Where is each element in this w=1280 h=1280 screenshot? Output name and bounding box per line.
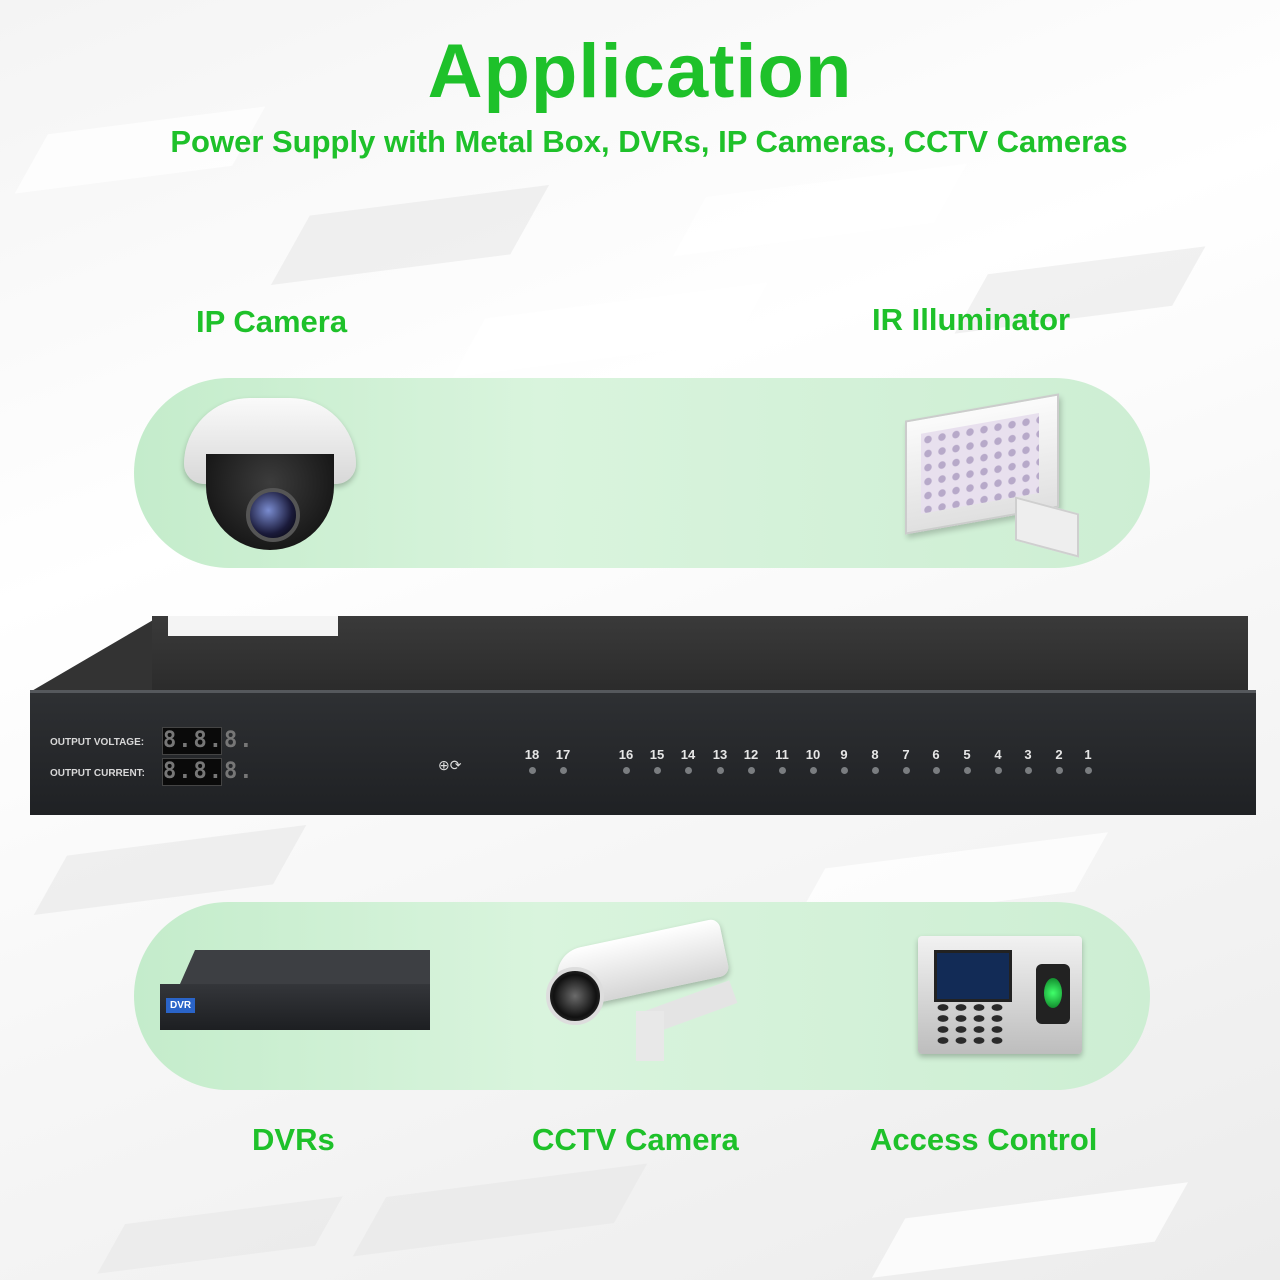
page-title: Application: [427, 29, 853, 114]
dome-camera-icon: [184, 388, 364, 558]
channel-number-8: 8: [871, 747, 879, 762]
ir-illuminator-label: IR Illuminator: [872, 302, 1071, 337]
channel-number-2: 2: [1055, 747, 1063, 762]
ip-camera-label: IP Camera: [196, 304, 348, 339]
channel-led-15: [654, 767, 661, 774]
channel-led-3: [1025, 767, 1032, 774]
channel-led-5: [964, 767, 971, 774]
channel-led-7: [903, 767, 910, 774]
channel-number-15: 15: [649, 747, 665, 762]
channel-led-1: [1085, 767, 1092, 774]
channel-led-18: [529, 767, 536, 774]
output-current-label: OUTPUT CURRENT:: [50, 768, 145, 779]
channel-led-4: [995, 767, 1002, 774]
dvrs-label: DVRs: [252, 1122, 335, 1157]
channel-number-10: 10: [805, 747, 821, 762]
dvr-recorder-icon: DVR: [160, 950, 430, 1030]
channel-number-4: 4: [994, 747, 1002, 762]
channel-led-8: [872, 767, 879, 774]
channel-led-14: [685, 767, 692, 774]
cctv-camera-label: CCTV Camera: [532, 1122, 739, 1157]
dvr-badge: DVR: [166, 998, 196, 1013]
label-sticker: [168, 616, 338, 636]
page-subtitle: Power Supply with Metal Box, DVRs, IP Ca…: [170, 124, 1128, 159]
access-control-terminal-icon: [918, 936, 1082, 1054]
channel-number-18: 18: [524, 747, 540, 762]
channel-number-5: 5: [963, 747, 971, 762]
output-voltage-label: OUTPUT VOLTAGE:: [50, 737, 145, 748]
channel-led-10: [810, 767, 817, 774]
channel-number-14: 14: [680, 747, 696, 762]
channel-led-6: [933, 767, 940, 774]
channel-led-12: [748, 767, 755, 774]
channel-number-6: 6: [932, 747, 940, 762]
ir-illuminator-icon: [905, 393, 1085, 558]
channel-number-16: 16: [618, 747, 634, 762]
channel-led-2: [1056, 767, 1063, 774]
channel-number-11: 11: [775, 747, 789, 762]
channel-number-9: 9: [840, 747, 848, 762]
channel-led-17: [560, 767, 567, 774]
channel-led-9: [841, 767, 848, 774]
access-control-label: Access Control: [870, 1122, 1098, 1157]
adjust-knob-icon: ⊕⟳: [438, 757, 462, 773]
channel-led-11: [779, 767, 786, 774]
channel-number-1: 1: [1084, 747, 1092, 762]
channel-number-13: 13: [712, 747, 728, 762]
channel-number-7: 7: [902, 747, 910, 762]
channel-led-16: [623, 767, 630, 774]
cctv-camera-icon: [536, 915, 750, 1065]
channel-number-12: 12: [743, 747, 759, 762]
channel-number-3: 3: [1024, 747, 1032, 762]
voltage-display: 8.8.8.: [162, 727, 255, 755]
current-display: 8.8.8.: [162, 758, 255, 786]
channel-number-17: 17: [555, 747, 571, 762]
channel-led-13: [717, 767, 724, 774]
power-supply-front-panel: OUTPUT VOLTAGE: OUTPUT CURRENT: 8.8.8. 8…: [30, 690, 1256, 815]
